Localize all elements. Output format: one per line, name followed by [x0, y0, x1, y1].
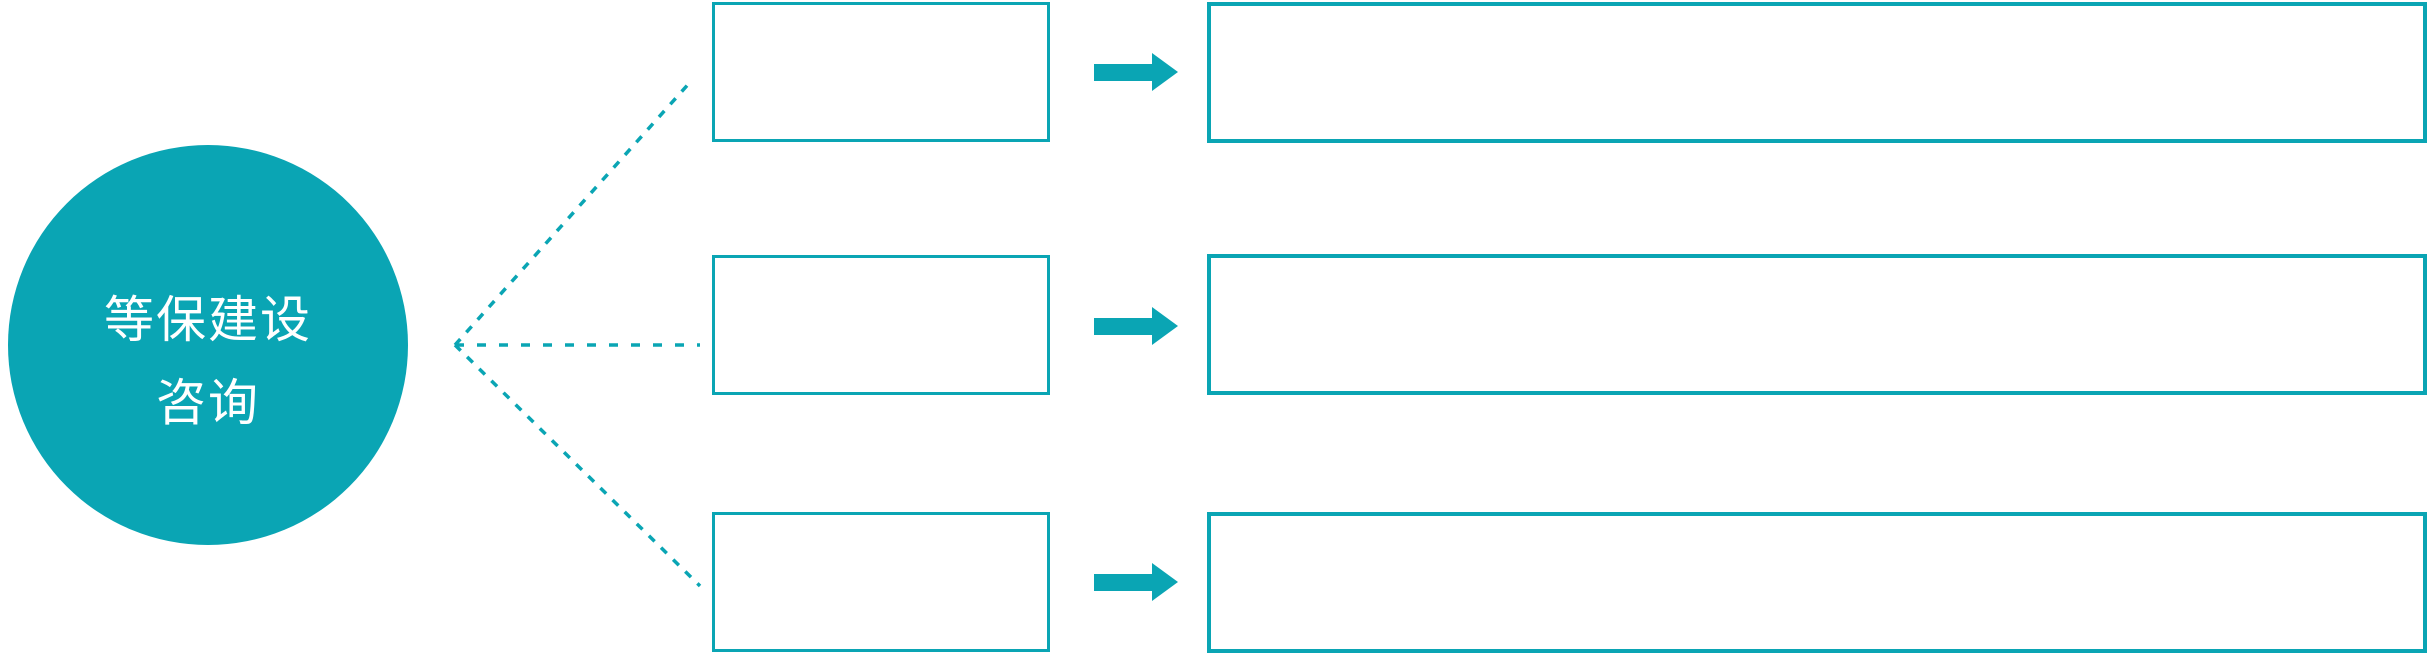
right-arrow-icon-1 [1094, 53, 1178, 91]
branch-large-box-1 [1207, 2, 2427, 143]
consulting-circle-node: 等保建设 咨询 [8, 145, 408, 545]
arrow-head [1152, 53, 1178, 91]
branch-large-box-2-label [1211, 258, 2423, 391]
arrow-head [1152, 307, 1178, 345]
branch-small-box-1-label [715, 5, 1047, 139]
branch-small-box-3 [712, 512, 1050, 652]
circle-label-line2: 咨询 [156, 374, 260, 432]
connector-line-bottom [453, 343, 702, 588]
branch-small-box-3-label [715, 515, 1047, 649]
arrow-head [1152, 563, 1178, 601]
circle-label-line1: 等保建设 [104, 291, 312, 349]
right-arrow-icon-3 [1094, 563, 1178, 601]
right-arrow-icon-2 [1094, 307, 1178, 345]
branch-small-box-2-label [715, 258, 1047, 392]
connector-line-top [453, 78, 694, 347]
branch-large-box-3-label [1211, 516, 2423, 649]
arrow-tail [1094, 317, 1152, 335]
branch-small-box-1 [712, 2, 1050, 142]
branch-small-box-2 [712, 255, 1050, 395]
branch-large-box-1-label [1211, 6, 2423, 139]
arrow-tail [1094, 63, 1152, 81]
arrow-tail [1094, 573, 1152, 591]
branch-large-box-3 [1207, 512, 2427, 653]
branch-large-box-2 [1207, 254, 2427, 395]
